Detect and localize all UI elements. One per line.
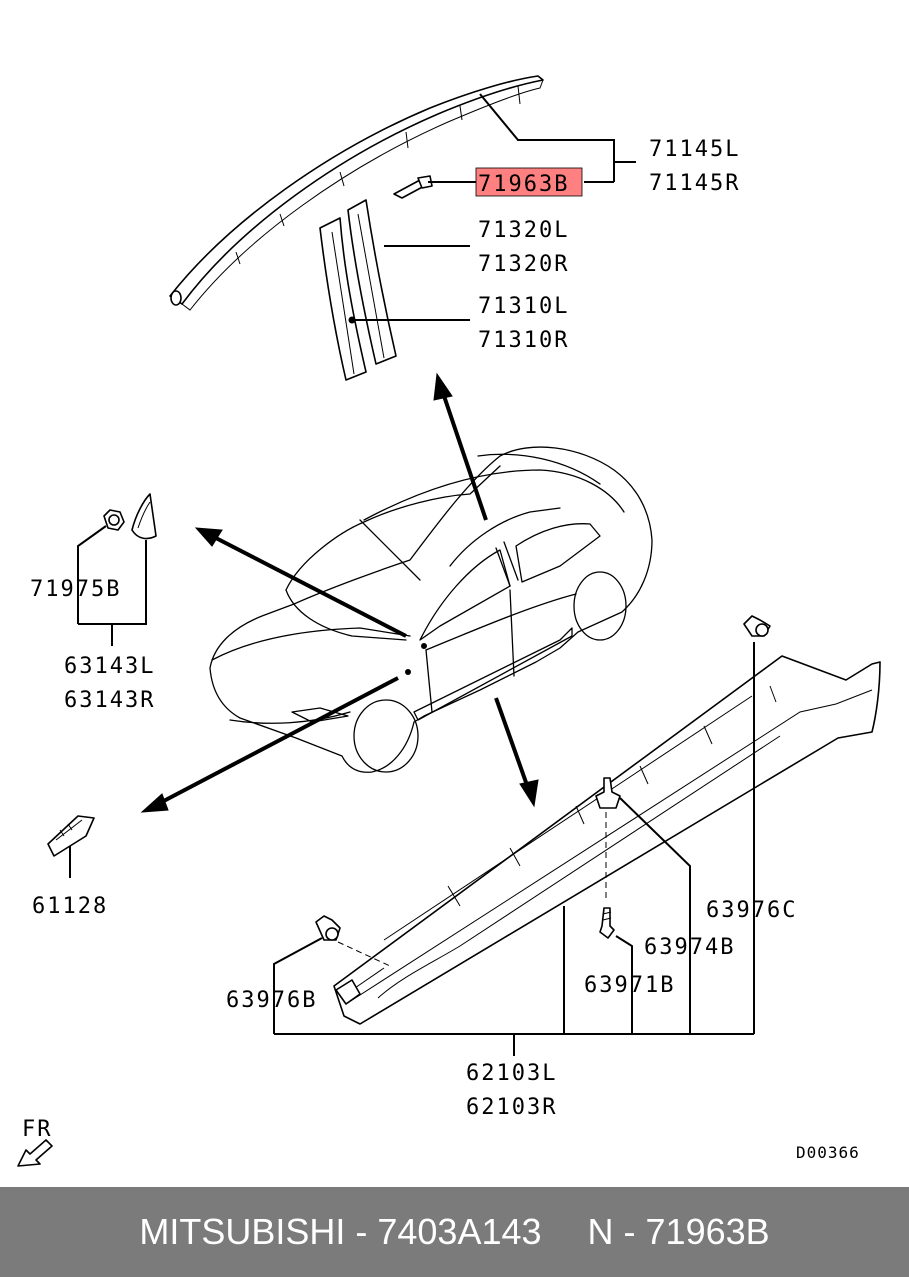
pillar-garnish-part [319,199,397,381]
clip-71963b-part [393,175,433,199]
label-71310r: 71310R [478,328,569,353]
car-illustration [209,446,653,773]
footer-bar: MITSUBISHI - 7403A143 N - 71963B [0,1187,909,1277]
label-63143l: 63143L [64,654,155,679]
label-63976b: 63976B [226,988,317,1013]
label-71320l: 71320L [478,218,569,243]
label-63976c: 63976C [706,898,797,923]
label-fr: FR [22,1117,53,1142]
label-63971b: 63971B [584,973,675,998]
label-71310l: 71310L [478,294,569,319]
clip-63976c-part [743,615,771,637]
pointer-arrows [140,372,539,813]
label-63974b: 63974B [644,935,735,960]
label-71975b: 71975B [30,577,121,602]
clip-63974b-part [595,777,621,809]
label-71963b: 71963B [478,172,569,197]
footer-ref-part: N - 71963B [587,1211,770,1252]
label-71145r: 71145R [649,171,740,196]
side-sill-part [333,655,881,1025]
clip-63976b-part [315,915,341,941]
mirror-garnish-part [131,493,157,540]
label-62103l: 62103L [466,1061,557,1086]
label-71145l: 71145L [649,137,740,162]
label-61128: 61128 [32,894,108,919]
clip-71975b-part [103,509,125,531]
front-arrow-icon [17,1139,53,1167]
highlight-box [475,167,583,197]
screw-63971b-part [599,907,615,939]
footer-brand-part: MITSUBISHI - 7403A143 [139,1211,542,1252]
label-63143r: 63143R [64,688,155,713]
label-62103r: 62103R [466,1095,557,1120]
diagram-code: D00366 [796,1143,860,1162]
side-marker-part [47,815,95,857]
roof-moulding-part [169,75,544,311]
parts-diagram: 71145L 71145R 71963B 71320L 71320R 71310… [17,75,881,1167]
label-71320r: 71320R [478,252,569,277]
